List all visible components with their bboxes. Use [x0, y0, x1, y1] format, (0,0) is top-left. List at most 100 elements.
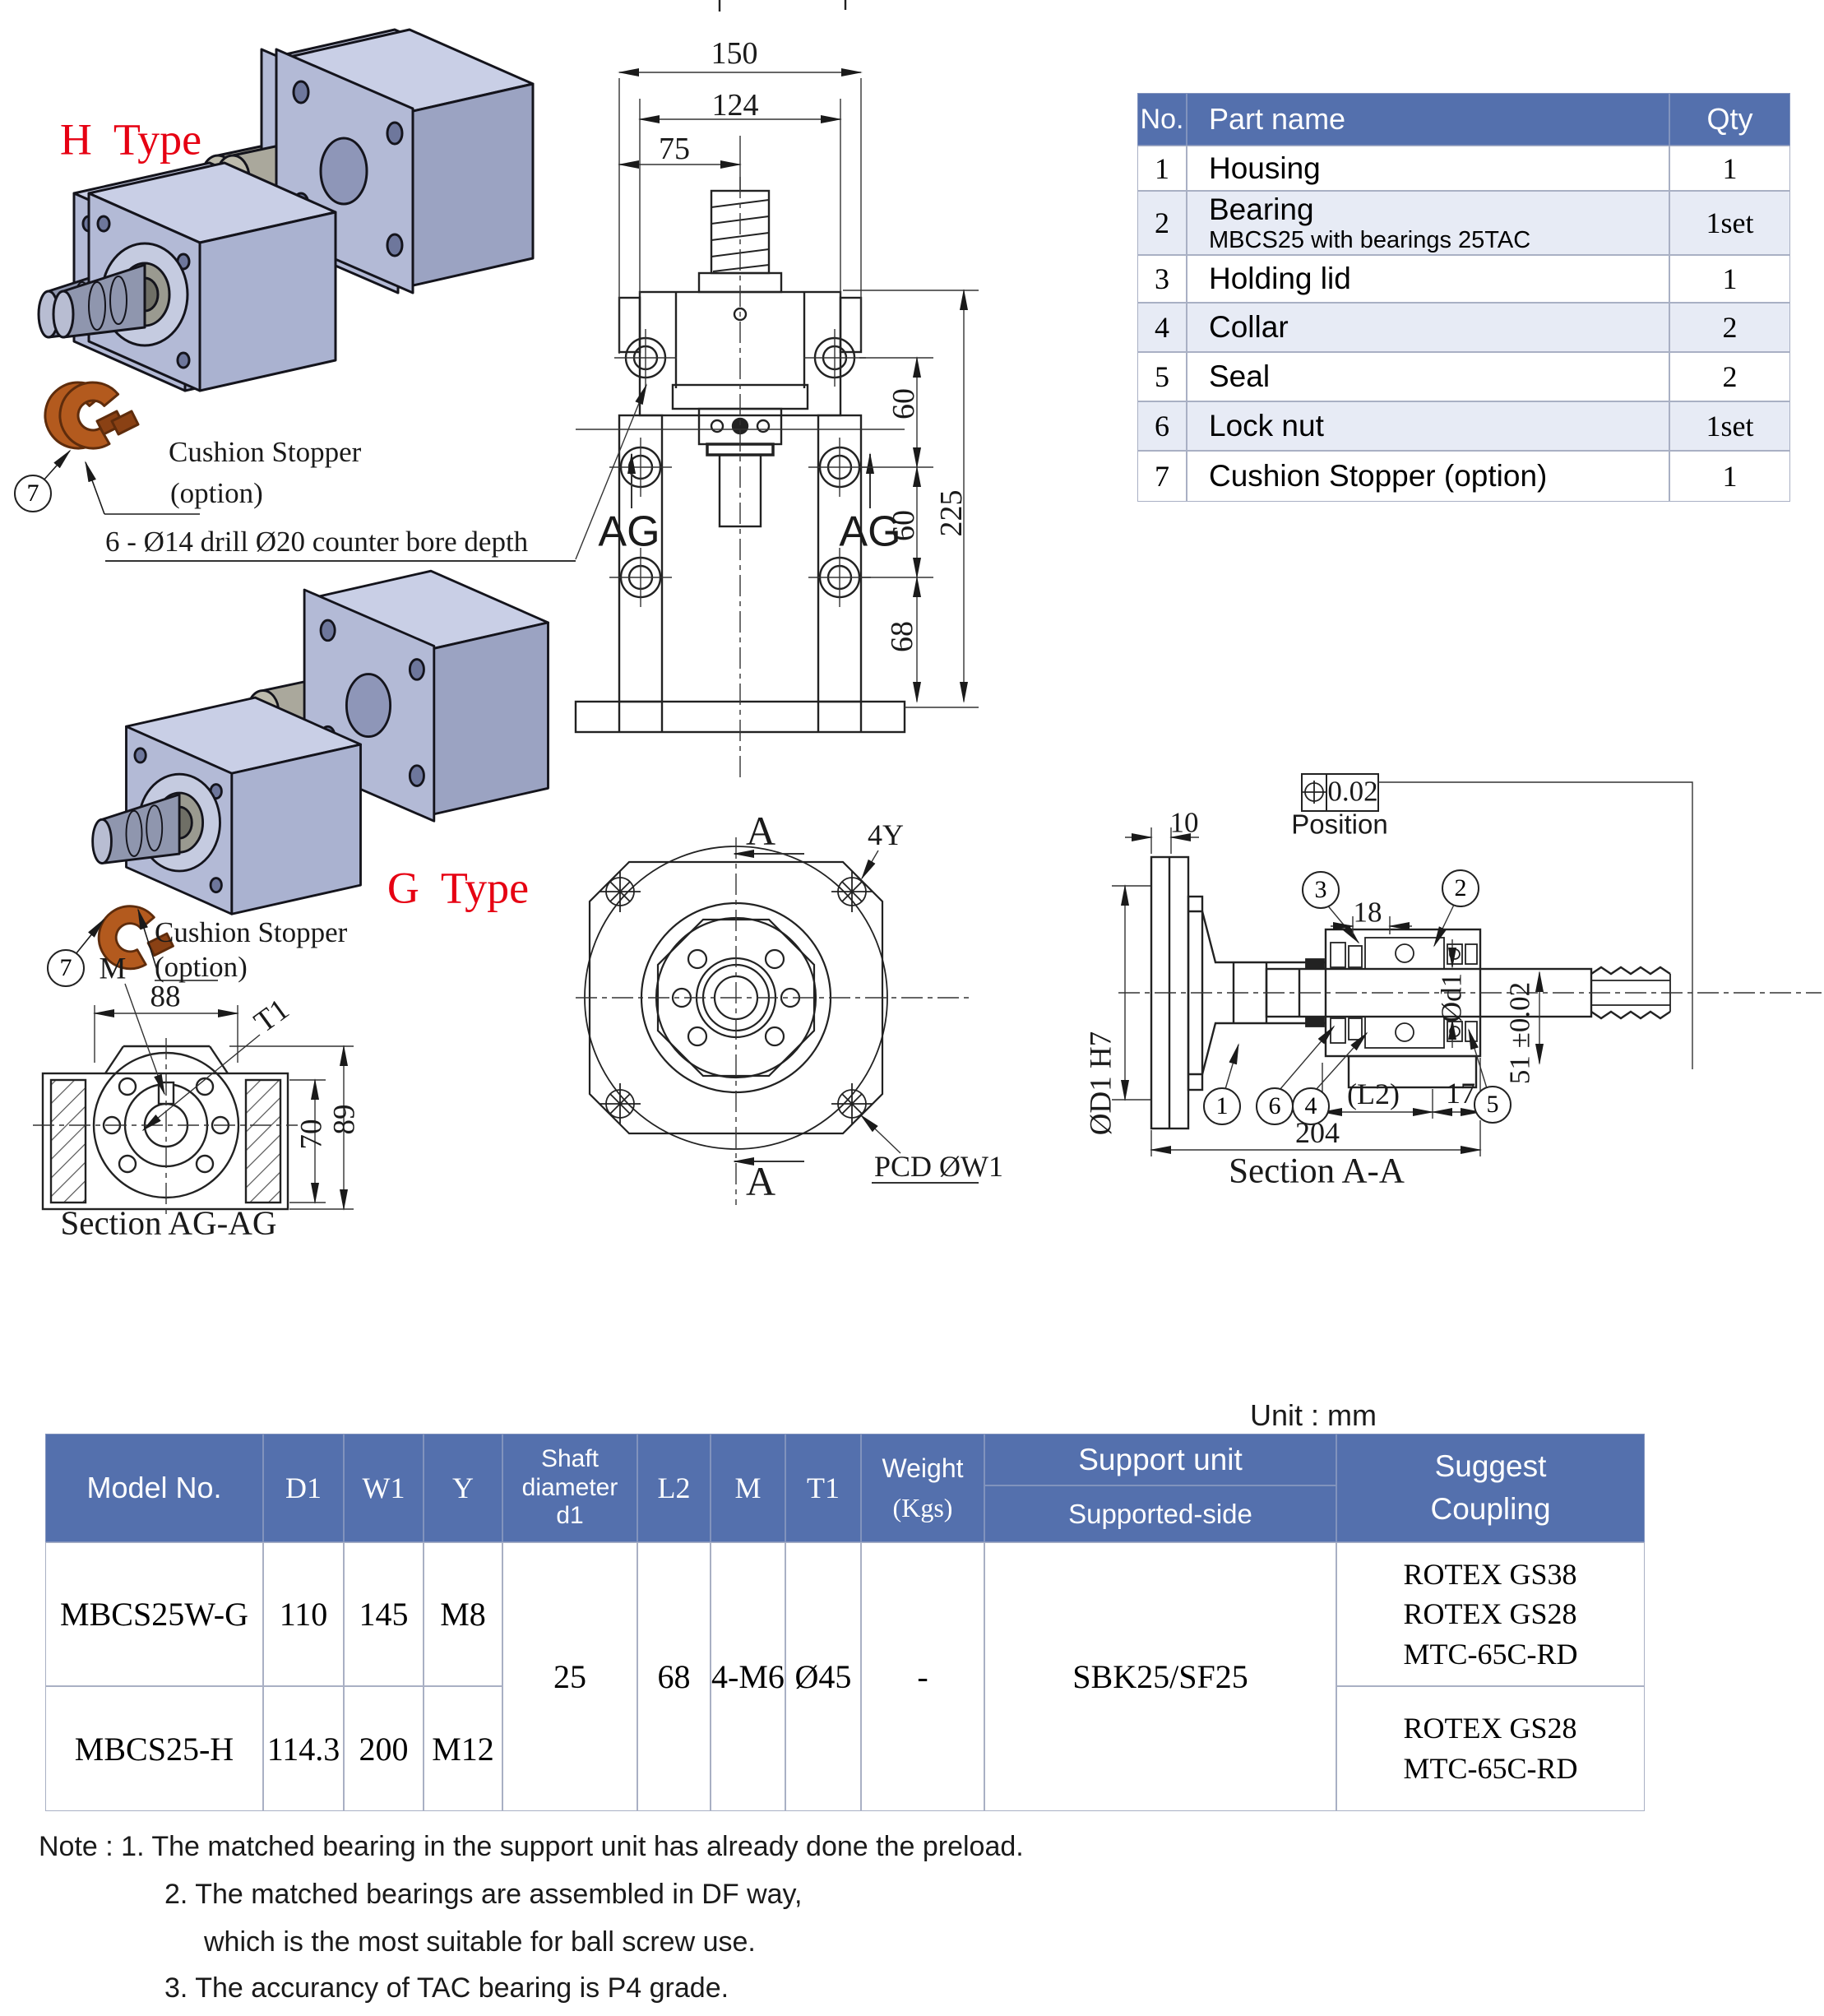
parts-row-name: Cushion Stopper (option)	[1187, 451, 1669, 502]
spec-d1-1: 110	[263, 1542, 344, 1686]
spec-shaft-merged: 25	[502, 1542, 637, 1811]
dim-68: 68	[885, 621, 920, 652]
coupling-line: MTC-65C-RD	[1403, 1637, 1578, 1671]
spec-header-coupling: Suggest Coupling	[1336, 1434, 1645, 1542]
note-line-2: 2. The matched bearings are assembled in…	[164, 1879, 803, 1910]
spec-header-d1: D1	[263, 1434, 344, 1542]
parts-row-no: 7	[1137, 451, 1187, 502]
part-name-main: Bearing	[1209, 192, 1314, 226]
spec-header-supported-side: Supported-side	[984, 1485, 1336, 1542]
spec-header-w1: W1	[344, 1434, 424, 1542]
label-phi-d1: Ød1	[1435, 972, 1468, 1023]
spec-t1-merged: Ø45	[785, 1542, 861, 1811]
note-line-3: which is the most suitable for ball scre…	[204, 1926, 756, 1958]
cushion-stopper-option-g: (option)	[155, 951, 248, 983]
coupling-line: ROTEX GS28	[1403, 1597, 1577, 1631]
spec-header-shaft-1: Shaft	[540, 1445, 600, 1473]
dim-88: 88	[150, 980, 181, 1014]
label-d1-h7: ØD1 H7	[1084, 1031, 1118, 1136]
g-type-label: G Type	[387, 863, 530, 913]
dim-17: 17	[1446, 1077, 1475, 1110]
balloon-7-g: 7	[47, 949, 85, 987]
section-a-marker-top: A	[745, 807, 776, 854]
label-pcd-w1: PCD ØW1	[874, 1150, 1004, 1183]
parts-row-no: 2	[1137, 191, 1187, 255]
spec-header-model: Model No.	[45, 1434, 263, 1542]
part-name-sub: MBCS25 with bearings 25TAC	[1209, 226, 1531, 253]
h-type-label: H Type	[59, 114, 202, 165]
spec-y-1: M8	[424, 1542, 502, 1686]
spec-header-weight-2: (Kgs)	[892, 1493, 953, 1522]
spec-header-support-unit: Support unit	[984, 1434, 1336, 1485]
balloon-3: 3	[1302, 871, 1340, 909]
parts-row-name: Seal	[1187, 352, 1669, 401]
spec-w1-1: 145	[344, 1542, 424, 1686]
cushion-stopper-option-h: (option)	[170, 477, 263, 509]
spec-support-merged: SBK25/SF25	[984, 1542, 1336, 1811]
dim-124: 124	[711, 88, 759, 123]
cushion-stopper-label-h: Cushion Stopper	[169, 436, 362, 468]
parts-row-name: Housing	[1187, 146, 1669, 191]
section-ag-title: Section AG-AG	[60, 1203, 277, 1242]
parts-row-no: 1	[1137, 146, 1187, 191]
drill-note: 6 - Ø14 drill Ø20 counter bore depth	[105, 526, 529, 558]
section-aa-title: Section A-A	[1229, 1152, 1405, 1191]
spec-header-coupling-2: Coupling	[1430, 1492, 1551, 1526]
dim-51-tol: 51 ±0.02	[1503, 981, 1536, 1085]
parts-row-qty: 1set	[1669, 191, 1790, 255]
spec-header-weight: Weight (Kgs)	[861, 1434, 984, 1542]
note-line-4: 3. The accurancy of TAC bearing is P4 gr…	[164, 1972, 729, 2004]
dim-10: 10	[1169, 806, 1199, 839]
parts-row-qty: 1	[1669, 255, 1790, 303]
balloon-5: 5	[1474, 1086, 1512, 1124]
spec-header-shaft-3: d1	[556, 1502, 584, 1530]
parts-row-qty: 1	[1669, 146, 1790, 191]
spec-header-shaft: Shaft diameter d1	[502, 1434, 637, 1542]
spec-weight-merged: -	[861, 1542, 984, 1811]
spec-header-t1: T1	[785, 1434, 861, 1542]
balloon-7-h: 7	[14, 475, 52, 512]
balloon-6: 6	[1256, 1087, 1294, 1125]
section-ag-marker-right: AG	[839, 507, 901, 556]
note-line-1: Note : 1. The matched bearing in the sup…	[39, 1831, 1024, 1862]
parts-row-name: Collar	[1187, 303, 1669, 352]
parts-row-name: Bearing MBCS25 with bearings 25TAC	[1187, 191, 1669, 255]
cushion-stopper-label-g: Cushion Stopper	[155, 916, 348, 948]
parts-row-qty: 2	[1669, 303, 1790, 352]
spec-coupling-1: ROTEX GS38 ROTEX GS28 MTC-65C-RD	[1336, 1542, 1645, 1686]
parts-row-qty: 1	[1669, 451, 1790, 502]
dim-60-mid: 60	[887, 510, 922, 541]
parts-row-qty: 1set	[1669, 401, 1790, 451]
parts-row-no: 3	[1137, 255, 1187, 303]
spec-m-merged: 4-M6	[711, 1542, 785, 1811]
balloon-1: 1	[1203, 1087, 1241, 1125]
spec-table: Model No. D1 W1 Y Shaft diameter d1 L2 M…	[45, 1434, 1645, 1811]
spec-l2-merged: 68	[637, 1542, 711, 1811]
parts-header-name: Part name	[1187, 93, 1669, 146]
spec-header-y: Y	[424, 1434, 502, 1542]
coupling-line: ROTEX GS28	[1403, 1712, 1577, 1745]
spec-header-coupling-1: Suggest	[1434, 1449, 1547, 1484]
spec-header-l2: L2	[637, 1434, 711, 1542]
label-4y: 4Y	[868, 818, 904, 852]
coupling-line: MTC-65C-RD	[1403, 1752, 1578, 1785]
dim-225: 225	[934, 489, 970, 537]
spec-header-weight-1: Weight	[882, 1453, 964, 1483]
dim-89: 89	[327, 1104, 362, 1135]
dim-18: 18	[1353, 896, 1382, 929]
parts-header-qty: Qty	[1669, 93, 1790, 146]
dim-60-top: 60	[887, 388, 922, 419]
section-ag-marker-left: AG	[598, 507, 660, 556]
parts-row-name: Holding lid	[1187, 255, 1669, 303]
parts-header-no: No.	[1137, 93, 1187, 146]
spec-y-2: M12	[424, 1686, 502, 1811]
unit-label: Unit : mm	[1250, 1398, 1377, 1432]
dim-150: 150	[711, 36, 758, 72]
coupling-line: ROTEX GS38	[1403, 1557, 1577, 1591]
balloon-2: 2	[1442, 869, 1479, 907]
spec-model-2: MBCS25-H	[45, 1686, 263, 1811]
spec-header-shaft-2: diameter	[521, 1473, 618, 1501]
dim-75: 75	[659, 132, 690, 167]
